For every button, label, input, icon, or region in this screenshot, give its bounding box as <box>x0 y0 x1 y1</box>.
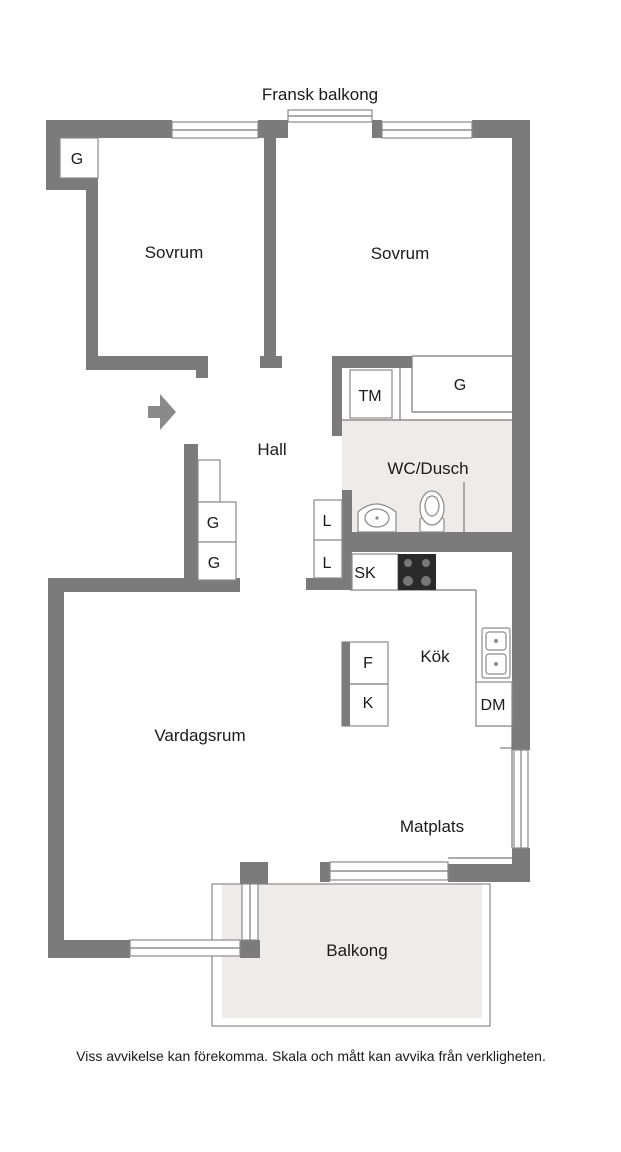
wardrobe-hall-lower <box>197 541 237 581</box>
tm-box <box>349 369 393 419</box>
exterior-walls <box>46 120 530 958</box>
label-f: F <box>363 655 373 672</box>
label-l-lower: L <box>323 555 332 572</box>
stove-icon <box>398 554 436 590</box>
label-l-upper: L <box>323 513 332 530</box>
wardrobe-hall-top <box>197 459 221 503</box>
label-g-hall-lower: G <box>208 555 220 572</box>
label-vardagsrum: Vardagsrum <box>154 726 245 745</box>
linen-lower <box>313 539 343 579</box>
label-dm: DM <box>481 697 506 714</box>
label-hall: Hall <box>257 440 286 459</box>
label-sovrum-left: Sovrum <box>145 243 204 262</box>
linen-upper <box>313 499 343 541</box>
sk-box <box>351 553 399 591</box>
label-wc-dusch: WC/Dusch <box>387 459 468 478</box>
dm-box <box>475 681 513 727</box>
wardrobe-hall-upper <box>197 501 237 543</box>
entry-arrow-icon <box>148 394 176 430</box>
label-sk: SK <box>354 565 376 582</box>
label-g-corner: G <box>71 151 83 168</box>
wardrobe-corner <box>59 137 99 179</box>
label-g-hall-upper: G <box>207 515 219 532</box>
balkong-floor <box>222 884 482 1018</box>
washbasin-icon <box>357 503 397 533</box>
windows <box>129 109 529 957</box>
toilet-icon <box>419 490 445 533</box>
interior-walls <box>260 138 530 590</box>
kitchen-sink-icon <box>481 627 511 679</box>
fixtures <box>59 137 513 727</box>
label-sovrum-right: Sovrum <box>371 244 430 263</box>
label-tm: TM <box>358 388 381 405</box>
label-kok: Kök <box>420 647 450 666</box>
label-balkong: Balkong <box>326 941 387 960</box>
label-fransk-balkong: Fransk balkong <box>262 85 378 104</box>
disclaimer-text: Viss avvikelse kan förekomma. Skala och … <box>76 1048 546 1064</box>
label-k: K <box>363 695 374 712</box>
label-matplats: Matplats <box>400 817 464 836</box>
label-g-bedroom-right: G <box>454 377 466 394</box>
